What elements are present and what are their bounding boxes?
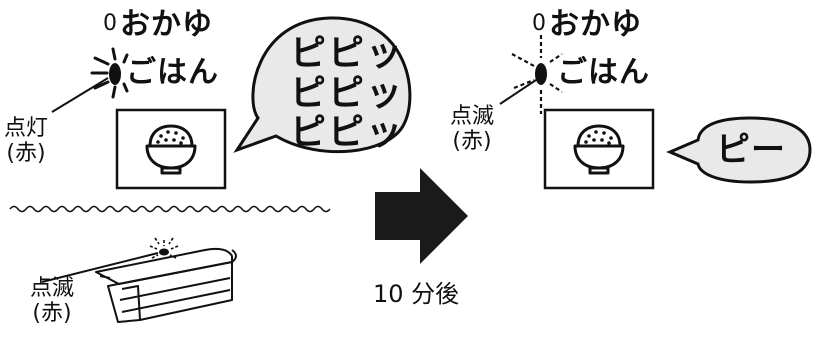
rice-bowl-icon	[573, 124, 625, 175]
lit-lamp-rays	[90, 47, 129, 99]
speech-bubble	[233, 16, 412, 154]
bubble-line: ピピッ	[290, 112, 405, 154]
menu-okayu-label-right: おかゆ	[549, 7, 642, 42]
cooker-lamp-blink	[149, 237, 179, 259]
arrow-caption: 10 分後	[373, 280, 460, 308]
rice-bowl-icon	[145, 124, 197, 175]
menu-okayu-right: 0おかゆ	[532, 10, 642, 40]
menu-gohan-label-right: ごはん	[557, 55, 650, 90]
rice-cooker-body	[95, 247, 237, 323]
lamp-indicator-icon	[535, 63, 547, 85]
menu-zero-right: 0	[532, 11, 547, 36]
lamp-leader-line	[51, 77, 109, 113]
beep-bubble	[666, 116, 812, 184]
arrow-right-icon	[375, 168, 468, 264]
bubble-line: ピピッ	[290, 33, 405, 74]
rice-button-panel-right	[543, 108, 655, 190]
menu-okayu: 0おかゆ	[103, 10, 213, 40]
lamp-indicator-icon	[109, 63, 121, 85]
menu-zero: 0	[103, 11, 118, 36]
bubble-text: ピピッ ピピッ ピピッ	[290, 34, 404, 153]
wavy-separator	[9, 205, 331, 213]
menu-gohan-right: ごはん	[557, 58, 650, 88]
blink-lamp-rays	[511, 35, 563, 114]
beep-text: ピー	[716, 130, 786, 170]
cooker-lamp-leader-line	[41, 252, 159, 283]
rice-button-panel	[115, 108, 227, 190]
menu-okayu-label: おかゆ	[120, 7, 213, 42]
right-lamp-leader-line	[499, 79, 537, 105]
menu-gohan-label: ごはん	[126, 55, 219, 90]
right-lamp-status-label: 点滅 (赤)	[450, 104, 495, 155]
lamp-status-label: 点灯 (赤)	[4, 116, 49, 167]
bubble-line: ピピッ	[290, 72, 405, 114]
cooker-lamp-status-label: 点滅 (赤)	[30, 276, 75, 327]
menu-gohan: ごはん	[126, 58, 219, 88]
